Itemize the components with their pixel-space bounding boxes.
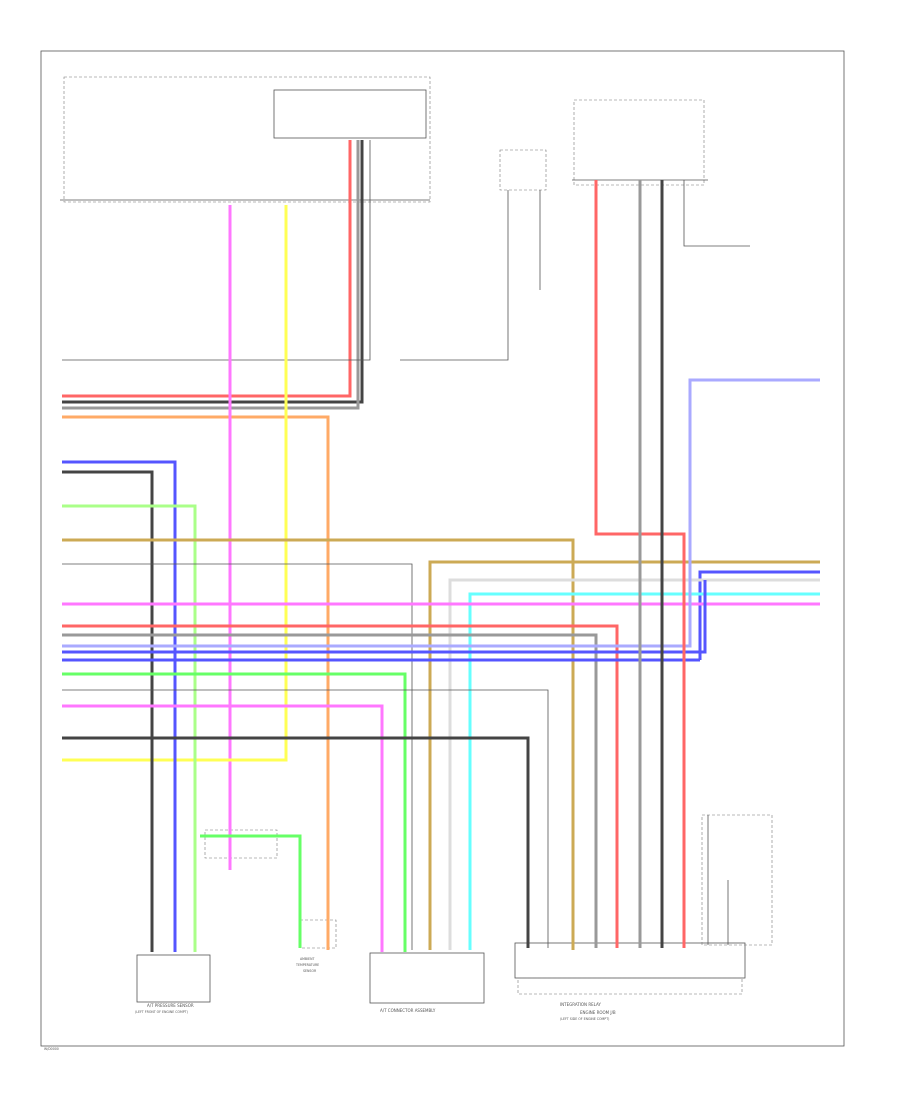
module-top-left (63, 76, 431, 203)
label-page-ref: W/D0000 (44, 1047, 59, 1051)
wire-yellow (62, 205, 288, 762)
label-ambient-3: SENSOR (303, 969, 317, 973)
label-a-t-pressure-sensor: A/T PRESSURE SENSOR (147, 1003, 194, 1008)
ambient-temp-sensor-block (299, 919, 337, 949)
wire-blue-loop (62, 580, 707, 654)
connector-block-top (273, 89, 427, 139)
wire-white-long (62, 563, 413, 950)
integration-relay (514, 942, 746, 979)
wire-gray-relay (62, 633, 598, 948)
wire-tan-right (428, 560, 820, 950)
wire-green-connector (62, 672, 407, 952)
label-engine-room-jb-loc: (LEFT SIDE OF ENGINE COMPT) (560, 1017, 609, 1021)
module-top-right (573, 99, 705, 186)
wire-lightblue-loop (62, 378, 820, 648)
wire-gray-top (62, 140, 360, 410)
label-ambient-2: TEMPERATURE (295, 963, 319, 967)
wire-red-relay (62, 624, 619, 948)
wire-lightgreen-sensor (62, 504, 197, 952)
engine-room-jb (517, 977, 743, 995)
ground-module-right (701, 814, 773, 946)
wire-pink-connector (62, 704, 384, 952)
diagram-border (40, 50, 845, 1047)
wire-black-top (62, 140, 364, 404)
wire-cyan-right (468, 592, 820, 950)
label-a-t-connector: A/T CONNECTOR ASSEMBLY (380, 1008, 436, 1013)
a-t-connector-assembly (369, 952, 485, 1004)
wire-black-sensor (62, 470, 154, 952)
wire-thin-relay (62, 689, 549, 948)
wire-blue-right (698, 570, 820, 660)
wire-black-relay (62, 736, 530, 948)
wire-red-top (62, 140, 352, 398)
a-t-pressure-sensor (136, 954, 211, 1003)
label-ambient-1: AMBIENT (300, 957, 314, 961)
relay-block-left (204, 829, 278, 859)
label-integration-relay: INTEGRATION RELAY (560, 1002, 601, 1007)
label-engine-room-jb: ENGINE ROOM J/B (580, 1010, 616, 1015)
wire-blue-sensor (62, 460, 177, 952)
wire-tan-long (62, 538, 575, 950)
wire-white-right (448, 578, 820, 950)
wire-orange-ambient (62, 415, 330, 950)
module-mid-connector (499, 149, 547, 191)
wire-mid-connector (400, 190, 509, 361)
label-a-t-pressure-sensor-loc: (LEFT FRONT OF ENGINE COMPT) (135, 1010, 188, 1014)
wire-thin-top (62, 140, 371, 361)
wire-green-ambient (200, 834, 302, 948)
wire-ground-branch (683, 180, 750, 247)
